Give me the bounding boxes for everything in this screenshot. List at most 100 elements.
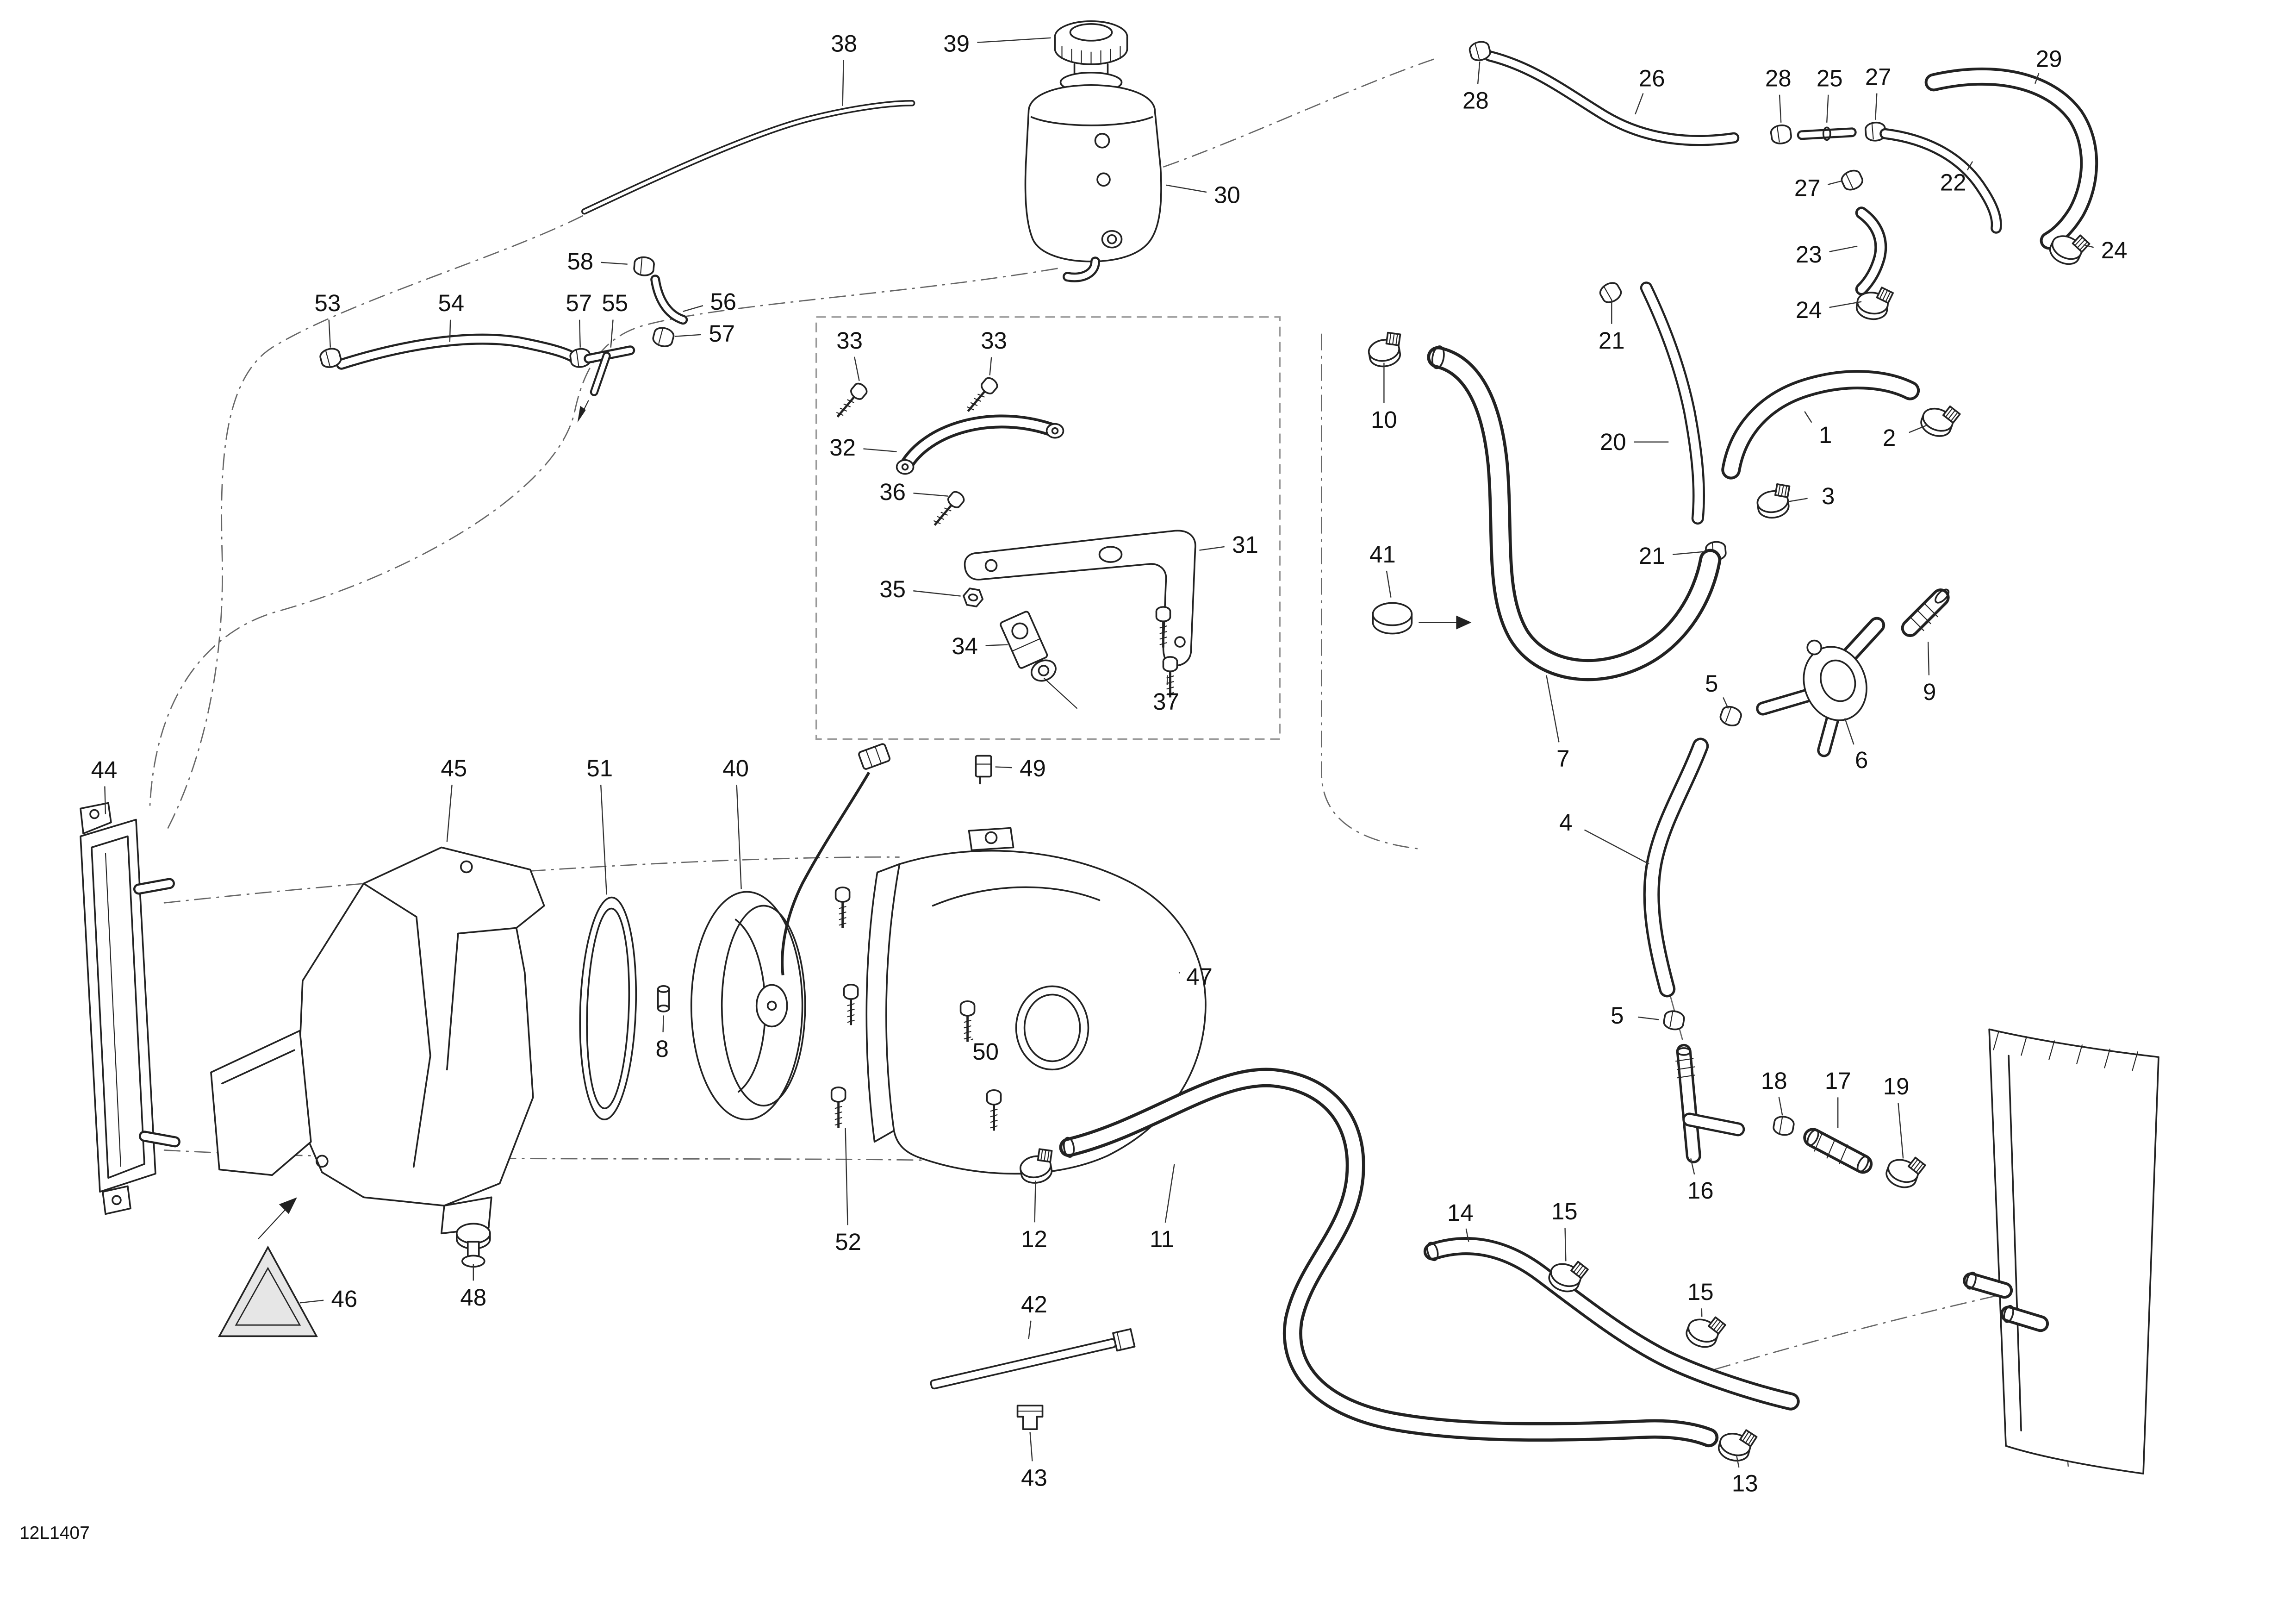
- callout-leader-13: [1736, 1455, 1740, 1468]
- part-38-vent-tube: [581, 100, 915, 215]
- callout-leader-56: [683, 305, 703, 312]
- clamp-27: [1838, 167, 1866, 194]
- callout-34: 34: [952, 633, 978, 659]
- part-14-hose: [1423, 1237, 1800, 1411]
- clamp-19: [1882, 1149, 1928, 1193]
- callout-leader-23: [1829, 245, 1858, 252]
- part-44-radiator: [80, 802, 180, 1215]
- callout-5: 5: [1611, 1002, 1624, 1029]
- callout-16: 16: [1687, 1177, 1714, 1204]
- clamp-5: [1662, 1009, 1686, 1032]
- part-34-rubber-mount-bracket: [1000, 611, 1057, 682]
- callout-leader-5: [1637, 1016, 1659, 1020]
- callout-19: 19: [1883, 1073, 1910, 1099]
- callout-23: 23: [1796, 241, 1822, 268]
- callout-47: 47: [1186, 963, 1213, 990]
- callout-leader-2: [1909, 425, 1927, 433]
- callout-49: 49: [1020, 755, 1046, 781]
- part-30-expansion-tank: [1024, 20, 1162, 282]
- callout-31: 31: [1232, 531, 1258, 558]
- callout-leaders: [104, 37, 2094, 1468]
- callout-leader-21: [1673, 551, 1705, 555]
- part-40-sensor-wire: [781, 743, 891, 975]
- bottom-hose-run: [930, 1028, 2159, 1475]
- callout-leader-25: [1826, 94, 1829, 123]
- clamp-2: [1917, 398, 1962, 442]
- callout-leader-41: [1386, 570, 1392, 598]
- part-8-spacer: [657, 985, 670, 1012]
- part-26-hose: [1484, 50, 1740, 146]
- callout-21: 21: [1639, 543, 1665, 569]
- clamp-58: [633, 256, 656, 277]
- callout-leader-24: [1829, 301, 1862, 308]
- clamp-21: [1597, 279, 1624, 306]
- callout-37: 37: [1153, 688, 1179, 715]
- callout-leader-26: [1635, 93, 1644, 115]
- callout-28: 28: [1765, 65, 1792, 91]
- callout-25: 25: [1817, 65, 1843, 91]
- part-40-fan: [690, 891, 806, 1121]
- callout-leader-28: [1477, 61, 1481, 84]
- part-49-clip: [975, 755, 992, 785]
- callout-leader-35: [913, 590, 961, 597]
- part-20-hose: [1640, 281, 1705, 525]
- callout-52: 52: [835, 1229, 861, 1255]
- callout-leader-39: [977, 37, 1051, 43]
- callout-12: 12: [1021, 1226, 1047, 1252]
- callout-leader-1: [1804, 411, 1812, 423]
- callout-20: 20: [1600, 429, 1626, 455]
- part-48-plug: [456, 1223, 491, 1268]
- callout-leader-40: [736, 785, 742, 889]
- part-17-coupler: [1803, 1128, 1873, 1174]
- callout-3: 3: [1822, 483, 1835, 509]
- callout-51: 51: [586, 755, 613, 781]
- callout-leader-19: [1898, 1103, 1904, 1159]
- callout-leader-36: [913, 493, 948, 497]
- callout-33: 33: [836, 327, 863, 354]
- part-32-strap-bracket: [896, 414, 1064, 475]
- callout-leader-27: [1874, 93, 1878, 120]
- callout-27: 27: [1865, 63, 1892, 90]
- callout-leader-28: [1779, 94, 1782, 123]
- right-hose-run: [1365, 39, 2098, 1032]
- callout-39: 39: [943, 30, 970, 56]
- callout-30: 30: [1214, 181, 1240, 208]
- callout-leader-8: [662, 1015, 664, 1032]
- callout-leader-37: [1166, 675, 1168, 685]
- clamp-3: [1754, 481, 1795, 521]
- callout-46: 46: [331, 1286, 357, 1312]
- callout-leader-12: [1034, 1181, 1036, 1223]
- callout-leader-24: [2083, 244, 2094, 248]
- callout-57: 57: [566, 290, 592, 316]
- callout-11: 11: [1150, 1226, 1174, 1252]
- clamp-15: [1682, 1309, 1728, 1353]
- rear-panel: [1963, 1028, 2159, 1475]
- callout-15: 15: [1551, 1198, 1578, 1224]
- bolt-33: [963, 376, 999, 416]
- part-43-clip: [1016, 1405, 1044, 1430]
- part-1-radiator-hose: [1721, 370, 1920, 480]
- callout-54: 54: [438, 290, 464, 316]
- part-23-elbow-fitting: [1855, 206, 1887, 296]
- callout-18: 18: [1761, 1068, 1787, 1094]
- part-46-decal-triangle: [218, 1197, 318, 1337]
- callout-58: 58: [567, 248, 593, 275]
- callout-4: 4: [1559, 809, 1572, 836]
- bracket-inset-box: [815, 316, 1281, 740]
- bolt-33: [832, 381, 869, 421]
- inset-box-border: [815, 316, 1281, 740]
- part-51-seal-ring: [579, 896, 637, 1121]
- part-4-hose: [1643, 737, 1709, 998]
- callout-leader-31: [1199, 546, 1225, 551]
- callout-leader-55: [610, 319, 614, 348]
- part-29-hose: [1924, 67, 2098, 250]
- bolt-52: [836, 887, 850, 928]
- vent-hose-assembly: [318, 256, 688, 423]
- callout-7: 7: [1556, 745, 1569, 772]
- part-25-straight-fitting: [1797, 126, 1857, 141]
- callout-leader-33: [989, 357, 992, 375]
- callout-41: 41: [1369, 541, 1396, 568]
- callout-leader-14: [1465, 1228, 1469, 1242]
- callout-leader-30: [1166, 184, 1207, 193]
